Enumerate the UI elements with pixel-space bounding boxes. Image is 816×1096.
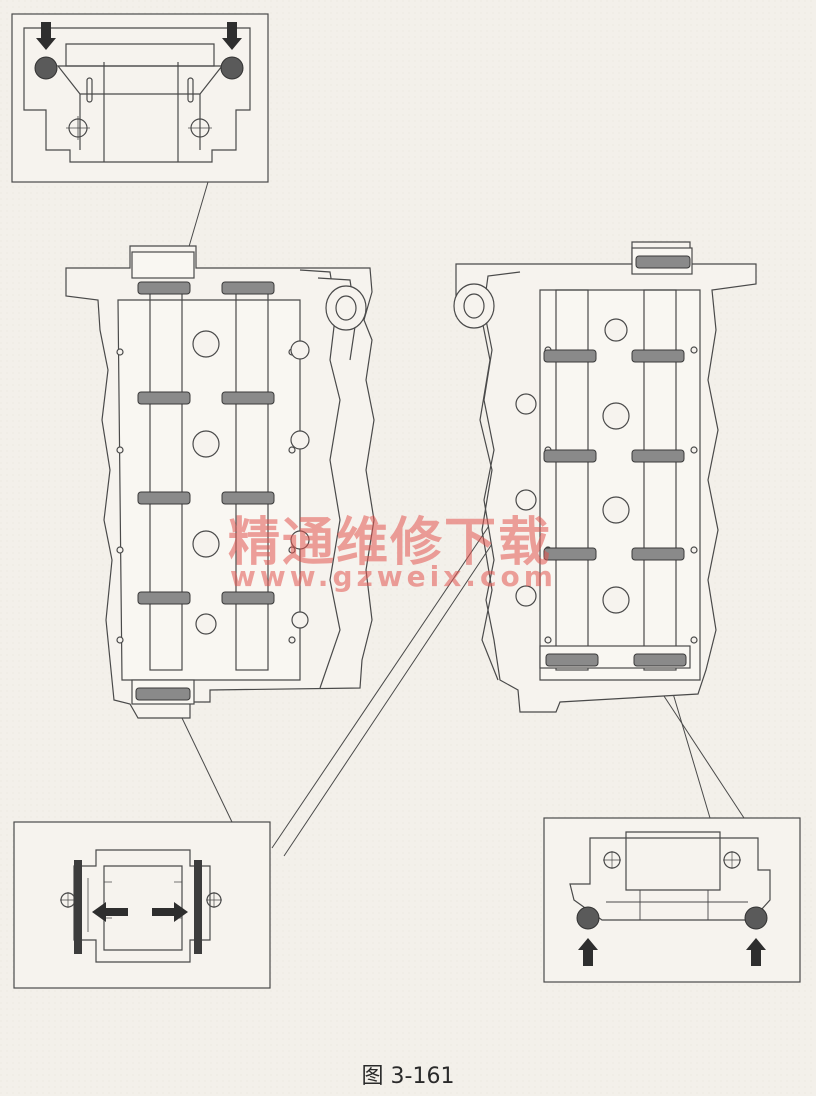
marker-dots-top <box>34 22 244 80</box>
cylinder-head-left <box>65 245 375 719</box>
watermark-url: www.gzweix.com <box>230 560 557 593</box>
figure-caption: 图 3-161 <box>361 1064 455 1089</box>
cam-caps-right <box>543 255 691 667</box>
watermark-text: 精通维修下载 <box>228 513 553 573</box>
detail-bottom-left <box>13 821 271 989</box>
cam-caps-left <box>135 281 275 701</box>
detail-top-left <box>11 13 269 183</box>
marker-bars-bottom-left <box>74 860 202 954</box>
arrow-left-icon <box>92 902 128 922</box>
arrow-down-icon <box>36 22 56 50</box>
arrow-right-icon <box>152 902 188 922</box>
arrow-up-icon <box>578 938 598 966</box>
arrow-up-icon <box>746 938 766 966</box>
marker-dots-bottom-right <box>576 906 768 966</box>
arrow-down-icon <box>222 22 242 50</box>
detail-bottom-right <box>543 817 801 983</box>
